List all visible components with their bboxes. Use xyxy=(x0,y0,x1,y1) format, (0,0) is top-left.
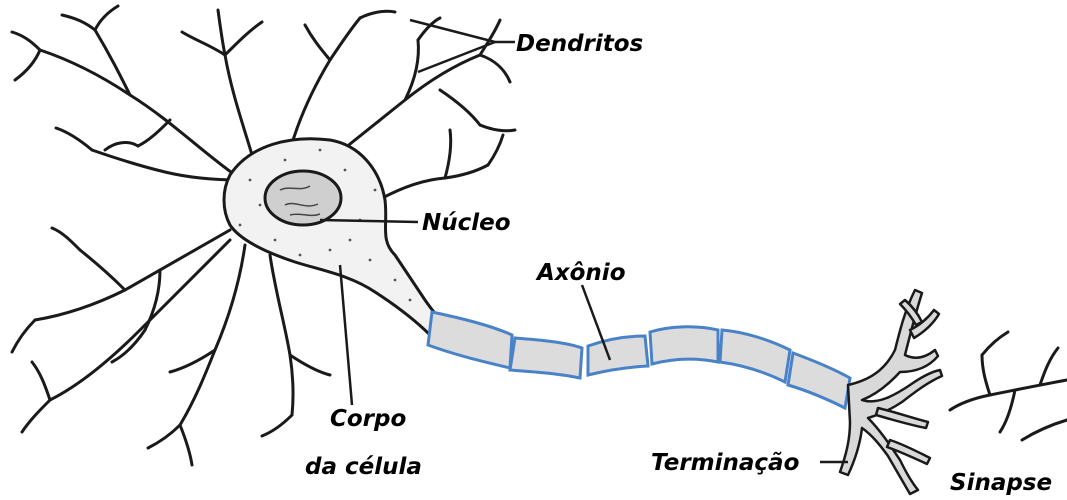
nucleus xyxy=(265,171,341,225)
cell-body-leader xyxy=(340,265,352,405)
myelin-segment xyxy=(788,353,850,408)
label-axon: Axônio xyxy=(537,262,626,285)
myelin-segment xyxy=(588,336,648,375)
cell-body xyxy=(224,139,445,335)
leader-lines xyxy=(320,20,848,462)
myelin-sheath xyxy=(428,312,850,408)
label-nucleus: Núcleo xyxy=(422,212,511,235)
label-dendrites: Dendritos xyxy=(516,33,643,56)
label-synapse: Sinapse xyxy=(950,472,1052,495)
myelin-segment xyxy=(428,312,512,368)
label-cell-body-line2: da célula xyxy=(305,456,422,479)
myelin-segment xyxy=(510,338,582,378)
label-terminal: Terminação xyxy=(651,452,799,475)
axon-terminal xyxy=(840,290,942,494)
synapse-dendrites xyxy=(950,332,1067,440)
myelin-segment xyxy=(650,327,718,364)
label-cell-body-line1: Corpo xyxy=(330,408,406,431)
myelin-segment xyxy=(720,330,790,382)
